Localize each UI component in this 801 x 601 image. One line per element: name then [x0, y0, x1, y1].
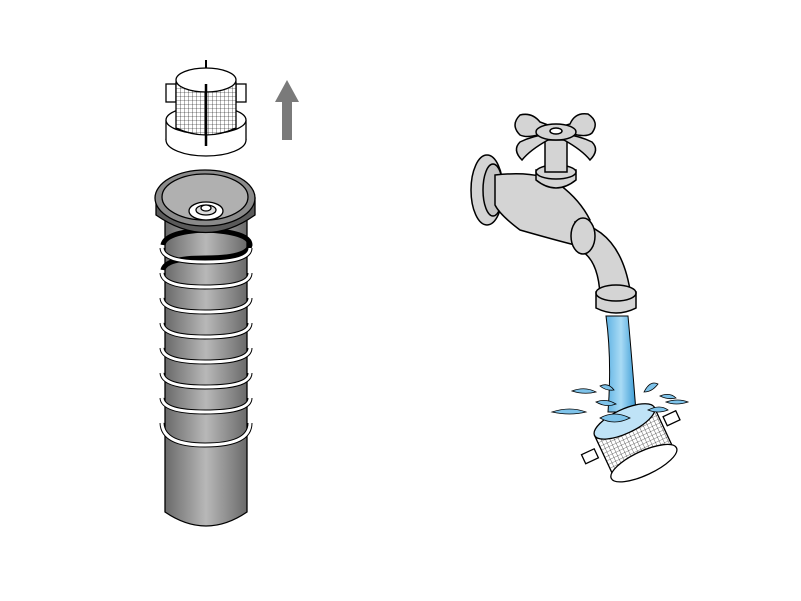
faucet-handle	[514, 112, 597, 162]
filter-being-rinsed	[580, 403, 681, 483]
water-stream	[605, 315, 637, 413]
arrow-up-icon	[275, 80, 299, 140]
water-splashes	[550, 382, 690, 423]
faucet	[470, 112, 637, 314]
hose-spiral-rings	[159, 247, 253, 448]
drain-hose	[154, 169, 256, 527]
filter-cap	[165, 60, 247, 157]
